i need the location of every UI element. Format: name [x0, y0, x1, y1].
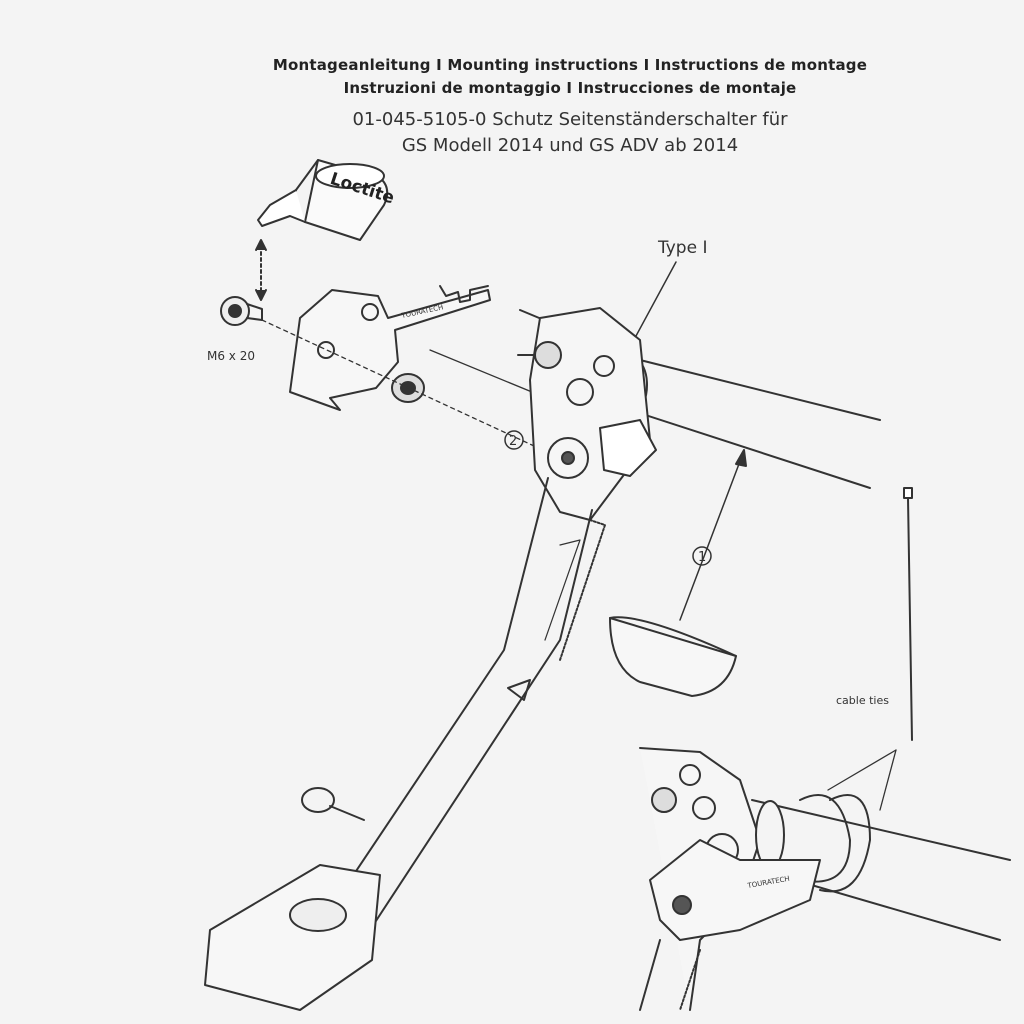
- title-line-2: Instruzioni de montaggio I Instrucciones…: [343, 79, 797, 97]
- cable-guard-shell: [609, 616, 737, 697]
- cable-tie: cable ties: [827, 487, 913, 811]
- callout-1: 1: [679, 449, 747, 621]
- bolt-label: M6 x 20: [207, 349, 255, 363]
- type-label: Type I: [657, 238, 707, 258]
- part-number-line: 01-045-5105-0 Schutz Seitenständerschalt…: [352, 109, 788, 130]
- stand-pivot-plate: [517, 307, 657, 521]
- callout-2-label: 2: [509, 434, 517, 449]
- title-line-1: Montageanleitung I Mounting instructions…: [272, 56, 868, 74]
- side-stand-leg: [204, 477, 606, 1011]
- bolt-m6x20: M6 x 20: [207, 296, 263, 363]
- installed-detail-view: TOURATECH: [639, 747, 1011, 1011]
- apply-arrow: [255, 239, 267, 301]
- loctite-bottle: Loctite: [257, 159, 397, 241]
- protector-bracket: TOURATECH: [289, 285, 491, 411]
- callout-2: 2: [504, 430, 524, 450]
- assembly-axis-line: [261, 319, 561, 459]
- model-line: GS Modell 2014 und GS ADV ab 2014: [401, 135, 739, 156]
- cable-ties-label: cable ties: [836, 694, 889, 707]
- callout-1-label: 1: [698, 550, 706, 565]
